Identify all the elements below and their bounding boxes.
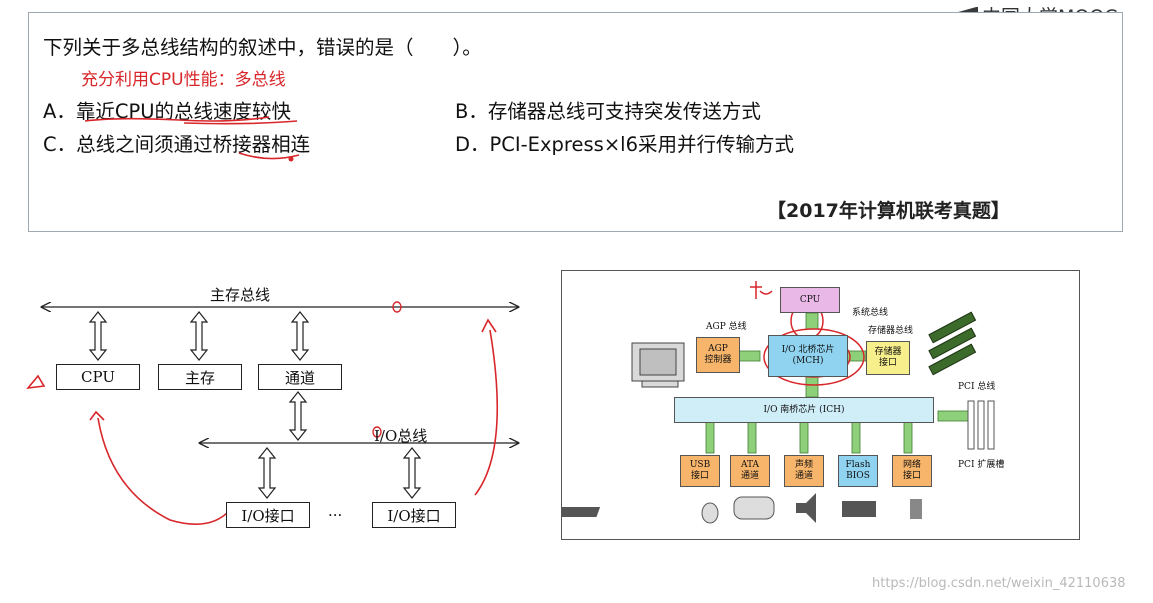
option-c: C．总线之间须通过桥接器相连 [43,133,311,156]
question-box: 下列关于多总线结构的叙述中，错误的是（ ）。 充分利用CPU性能：多总线 A．靠… [28,12,1123,232]
pci-bus-label: PCI 总线 [958,382,996,392]
network-plug-icon [910,499,922,519]
agp-controller: AGP 控制器 [696,337,740,373]
chipset-figure: CPU 系统总线 AGP 总线 存储器总线 AGP 控制器 I/O 北桥芯片 (… [561,270,1080,540]
memory-sticks-icon [928,311,977,376]
multi-bus-diagram: 主存总线 CPU 主存 通道 I/O总线 I/O接口 ··· I/O接口 [20,270,550,570]
bios-chip-icon [842,501,876,517]
handwritten-note: 充分利用CPU性能：多总线 [81,70,286,90]
disk-icon [733,496,775,520]
io-port-box-1: I/O接口 [226,502,310,528]
ata-channel: ATA 通道 [730,455,770,487]
keyboard-icon [562,507,601,517]
monitor-icon [631,342,685,388]
option-d: D．PCI-Express×l6采用并行传输方式 [455,133,794,156]
watermark: https://blog.csdn.net/weixin_42110638 [872,576,1126,591]
bus-lines [26,301,550,526]
system-bus-label: 系统总线 [852,308,889,318]
north-bridge-chip: I/O 北桥芯片 (MCH) [768,335,848,377]
question-stem: 下列关于多总线结构的叙述中，错误的是（ ）。 [43,36,482,59]
flash-bios: Flash BIOS [838,455,878,487]
question-source: 【2017年计算机联考真题】 [767,200,1010,222]
option-b: B．存储器总线可支持突发传送方式 [455,100,761,123]
chipset-graphics [562,281,995,524]
south-bridge-chip: I/O 南桥芯片 (ICH) [674,397,934,423]
io-bus-label: I/O总线 [374,427,428,445]
channel-box: 通道 [258,364,342,390]
mouse-icon [701,502,719,524]
cpu-box: CPU [56,364,140,390]
main-bus-label: 主存总线 [210,286,271,304]
ellipsis: ··· [328,506,343,524]
handwritten-underlines [84,116,300,162]
speaker-icon [796,493,816,523]
option-a: A．靠近CPU的总线速度较快 [43,100,291,123]
cpu-chip: CPU [780,287,840,313]
io-port-box-2: I/O接口 [372,502,456,528]
memory-box: 主存 [158,364,242,390]
usb-port: USB 接口 [680,455,720,487]
agp-bus-label: AGP 总线 [706,322,747,332]
memory-interface: 存储器 接口 [866,341,910,375]
audio-channel: 声频 通道 [784,455,824,487]
network-port: 网络 接口 [892,455,932,487]
memory-bus-label: 存储器总线 [868,326,914,336]
pci-slot-label: PCI 扩展槽 [958,460,1005,470]
